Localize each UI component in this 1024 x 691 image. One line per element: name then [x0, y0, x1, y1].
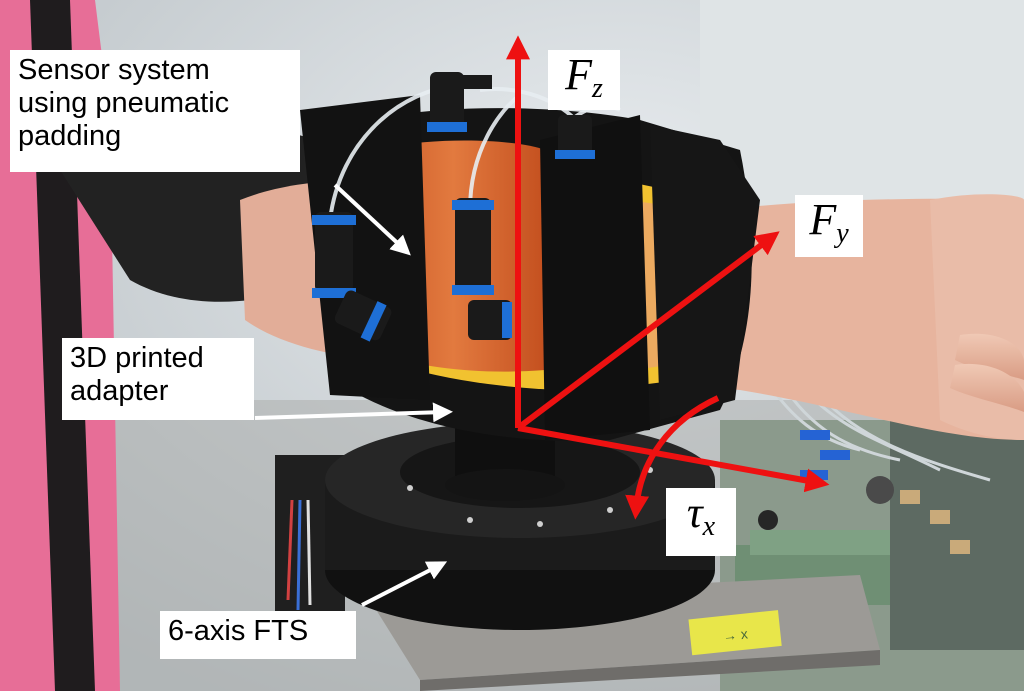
brass-fittings	[900, 490, 970, 554]
connector-center	[452, 198, 512, 340]
pointer-fts	[361, 561, 448, 607]
connector-top	[427, 72, 492, 132]
strap-middle	[540, 115, 650, 440]
rack-knob	[866, 476, 894, 504]
label-adapter-line-1: 3D printed	[70, 342, 204, 374]
fts-wires	[286, 499, 312, 611]
fts-screws	[407, 467, 653, 527]
tau-x-subscript: x	[702, 511, 716, 542]
arrow-fx-direction	[517, 425, 830, 493]
label-sensor-line-2: using pneumatic	[18, 87, 230, 119]
connectors	[312, 72, 595, 342]
fy-symbol: F	[809, 195, 837, 244]
strap-right	[650, 125, 760, 420]
label-adapter-line-2: adapter	[70, 375, 169, 407]
label-fts: 6-axis FTS	[160, 611, 356, 659]
label-sensor-line-3: padding	[18, 120, 122, 152]
axis-label-fy: Fy	[795, 195, 863, 257]
adapter-base	[445, 469, 565, 501]
label-sensor-system: Sensor system using pneumatic padding	[10, 50, 300, 172]
yellow-sticker: → x	[688, 610, 782, 656]
small-knob	[758, 510, 778, 530]
pointer-adapter	[254, 402, 453, 423]
fz-subscript: z	[591, 73, 603, 104]
axis-label-tau-x: τx	[666, 488, 736, 556]
finger-1	[955, 333, 1024, 380]
fy-subscript: y	[836, 218, 849, 249]
label-sensor-line-1: Sensor system	[18, 54, 210, 86]
axis-label-fz: Fz	[548, 50, 620, 110]
finger-2	[950, 363, 1024, 412]
sticker-text: → x	[722, 625, 748, 644]
tau-x-symbol: τ	[686, 488, 703, 537]
arrow-fy	[516, 231, 780, 431]
label-adapter: 3D printed adapter	[62, 338, 254, 420]
strap-left	[300, 95, 430, 400]
connector-right-top	[555, 115, 595, 159]
metal-plate-edge	[420, 650, 880, 691]
vise-top	[750, 530, 910, 555]
fz-symbol: F	[565, 50, 592, 99]
arrow-tau-x	[625, 395, 720, 520]
pointer-sensor	[333, 183, 411, 256]
label-fts-text: 6-axis FTS	[168, 615, 309, 647]
connector-left	[312, 212, 392, 342]
